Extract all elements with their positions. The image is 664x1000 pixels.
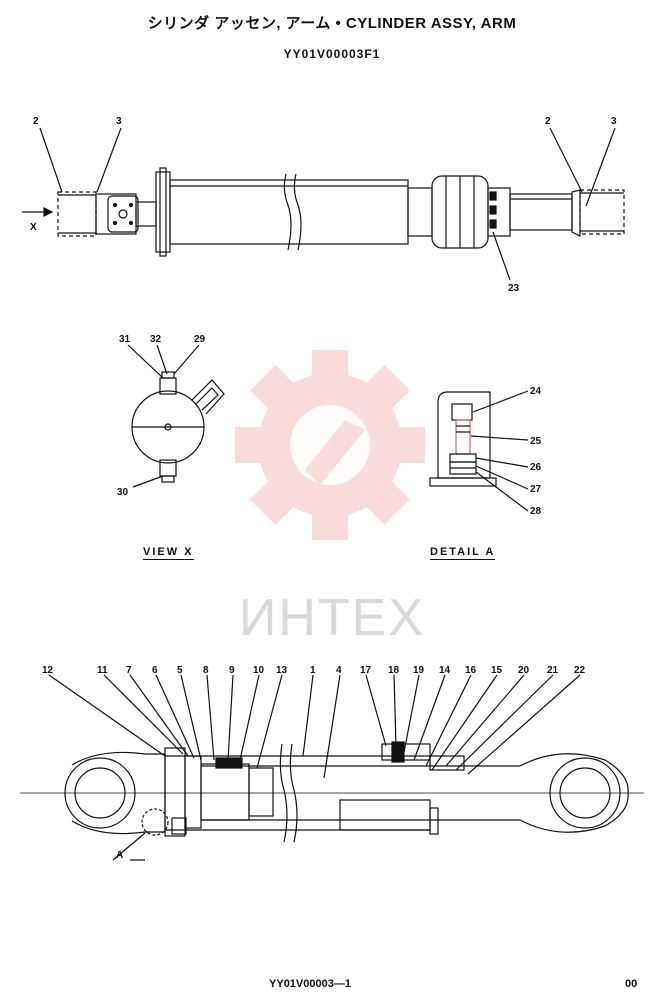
- drawing-number: YY01V00003F1: [283, 47, 381, 61]
- callout-32: 32: [150, 334, 162, 345]
- callout-17: 17: [360, 665, 372, 676]
- gear-teeth: [235, 350, 425, 540]
- bottom-section-view: [20, 674, 644, 861]
- callout-10: 10: [253, 665, 265, 676]
- callout-1: 1: [310, 665, 316, 676]
- callout-25: 25: [530, 436, 542, 447]
- callout-18: 18: [388, 665, 400, 676]
- callout-12: 12: [42, 665, 54, 676]
- footer-drawing-code: YY01V00003—1: [269, 978, 351, 990]
- callout-top-left-3: 3: [116, 116, 122, 127]
- page-title: シリンダ アッセン, アーム • CYLINDER ASSY, ARM: [147, 15, 517, 32]
- top-side-view: [22, 127, 625, 281]
- detail-a-caption: DETAIL A: [430, 546, 496, 560]
- callout-19: 19: [413, 665, 425, 676]
- footer-revision: 00: [625, 978, 638, 990]
- callout-31: 31: [119, 334, 131, 345]
- callout-27: 27: [530, 484, 542, 495]
- callout-6: 6: [152, 665, 158, 676]
- view-x-caption: VIEW X: [143, 546, 194, 560]
- callout-top-left-2: 2: [33, 116, 39, 127]
- callout-28: 28: [530, 506, 542, 517]
- callout-4: 4: [336, 665, 342, 676]
- callout-7: 7: [126, 665, 132, 676]
- callout-22: 22: [574, 665, 586, 676]
- watermark-text: ИНТЕХ: [238, 589, 426, 647]
- callout-21: 21: [547, 665, 559, 676]
- callout-30: 30: [117, 487, 129, 498]
- callout-5: 5: [177, 665, 183, 676]
- callout-26: 26: [530, 462, 542, 473]
- view-x: [127, 344, 225, 488]
- callout-29: 29: [194, 334, 206, 345]
- callout-top-right-3: 3: [611, 116, 617, 127]
- callout-11: 11: [97, 665, 108, 676]
- callout-13: 13: [276, 665, 288, 676]
- callout-a: A: [116, 850, 123, 861]
- callout-16: 16: [465, 665, 477, 676]
- detail-a: [429, 390, 529, 512]
- callout-15: 15: [491, 665, 503, 676]
- callout-9: 9: [229, 665, 235, 676]
- callout-14: 14: [439, 665, 451, 676]
- callout-23: 23: [508, 283, 520, 294]
- callout-top-right-2: 2: [545, 116, 551, 127]
- callout-x: X: [30, 222, 37, 233]
- callout-20: 20: [518, 665, 530, 676]
- callout-8: 8: [203, 665, 209, 676]
- callout-24: 24: [530, 386, 542, 397]
